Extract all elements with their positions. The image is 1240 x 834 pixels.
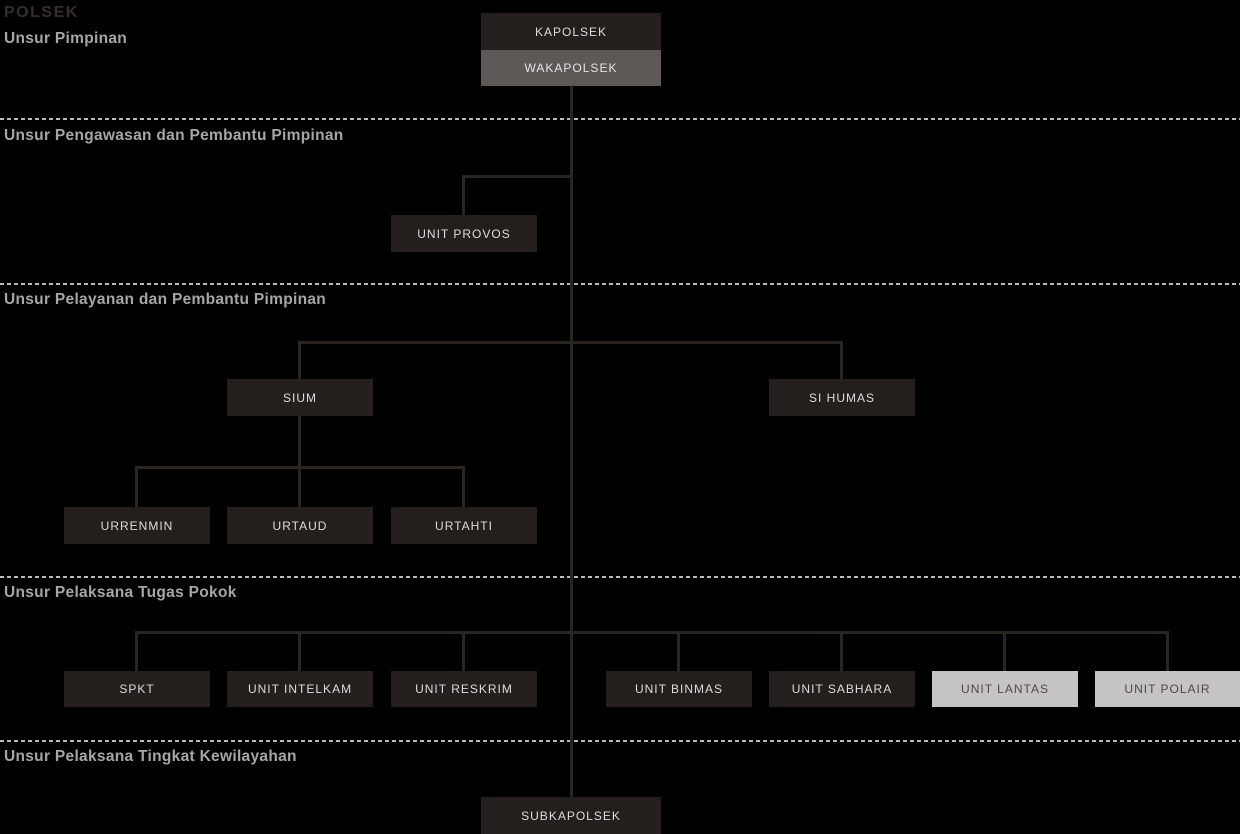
connector-spkt-drop: [135, 631, 138, 671]
node-label: KAPOLSEK: [534, 24, 608, 39]
chart-title: POLSEK: [4, 4, 79, 21]
node-label: UNIT RESKRIM: [415, 682, 513, 696]
connector-trunk: [570, 86, 573, 798]
connector-binmas-drop: [677, 631, 680, 671]
node-urtaud: URTAUD: [227, 507, 373, 544]
node-urtahti: URTAHTI: [391, 507, 537, 544]
node-kapolsek: KAPOLSEK: [481, 13, 661, 50]
node-label: URTAUD: [272, 518, 328, 533]
node-wakapolsek: WAKAPOLSEK: [481, 50, 661, 86]
node-unit-reskrim: UNIT RESKRIM: [391, 671, 537, 707]
connector-reskrim-drop: [462, 631, 465, 671]
node-unit-polair: UNIT POLAIR: [1095, 671, 1240, 707]
connector-provos-drop: [462, 175, 465, 215]
node-label: SI HUMAS: [808, 390, 875, 405]
connector-sabhara-drop: [840, 631, 843, 671]
connector-urtahti-drop: [462, 466, 465, 507]
node-label: SPKT: [119, 682, 155, 696]
node-label: UNIT PROVOS: [417, 226, 511, 241]
section-divider: [0, 283, 1240, 285]
section-label-unsur-pelaksana-kewilayahan: Unsur Pelaksana Tingkat Kewilayahan: [4, 748, 297, 765]
node-label: SUBKAPOLSEK: [521, 808, 621, 823]
node-label: UNIT BINMAS: [634, 682, 724, 696]
node-unit-provos: UNIT PROVOS: [391, 215, 537, 252]
connector-sihumas-drop: [840, 341, 843, 379]
connector-service-bus: [298, 341, 843, 344]
section-label-unsur-pelayanan: Unsur Pelayanan dan Pembantu Pimpinan: [4, 291, 327, 308]
section-divider: [0, 740, 1240, 742]
node-label: UNIT SABHARA: [791, 682, 893, 696]
node-label: UNIT INTELKAM: [247, 682, 353, 696]
node-unit-sabhara: UNIT SABHARA: [769, 671, 915, 707]
section-label-unsur-pimpinan: Unsur Pimpinan: [4, 30, 128, 47]
node-label: SIUM: [283, 390, 317, 405]
connector-intelkam-drop: [298, 631, 301, 671]
node-label: URRENMIN: [100, 518, 174, 533]
section-label-unsur-pelaksana-tugas-pokok: Unsur Pelaksana Tugas Pokok: [4, 584, 237, 601]
node-si-humas: SI HUMAS: [769, 379, 915, 416]
connector-sium-drop: [298, 341, 301, 379]
node-unit-intelkam: UNIT INTELKAM: [227, 671, 373, 707]
node-urrenmin: URRENMIN: [64, 507, 210, 544]
connector-polair-drop: [1166, 631, 1169, 671]
node-unit-binmas: UNIT BINMAS: [606, 671, 752, 707]
section-divider: [0, 576, 1240, 578]
connector-urrenmin-drop: [135, 466, 138, 507]
connector-lantas-drop: [1003, 631, 1006, 671]
node-spkt: SPKT: [64, 671, 210, 707]
node-label: URTAHTI: [435, 518, 493, 533]
connector-units-bus: [135, 631, 1169, 634]
connector-provos-horizontal: [462, 175, 573, 178]
node-label: UNIT POLAIR: [1124, 682, 1211, 696]
node-label: WAKAPOLSEK: [524, 61, 618, 75]
node-sium: SIUM: [227, 379, 373, 416]
section-divider: [0, 118, 1240, 120]
node-label: UNIT LANTAS: [961, 682, 1049, 696]
connector-urtaud-drop: [298, 466, 301, 507]
node-unit-lantas: UNIT LANTAS: [932, 671, 1078, 707]
section-label-unsur-pengawasan: Unsur Pengawasan dan Pembantu Pimpinan: [4, 127, 344, 144]
connector-sium-down: [298, 416, 301, 468]
node-subkapolsek: SUBKAPOLSEK: [481, 797, 661, 834]
